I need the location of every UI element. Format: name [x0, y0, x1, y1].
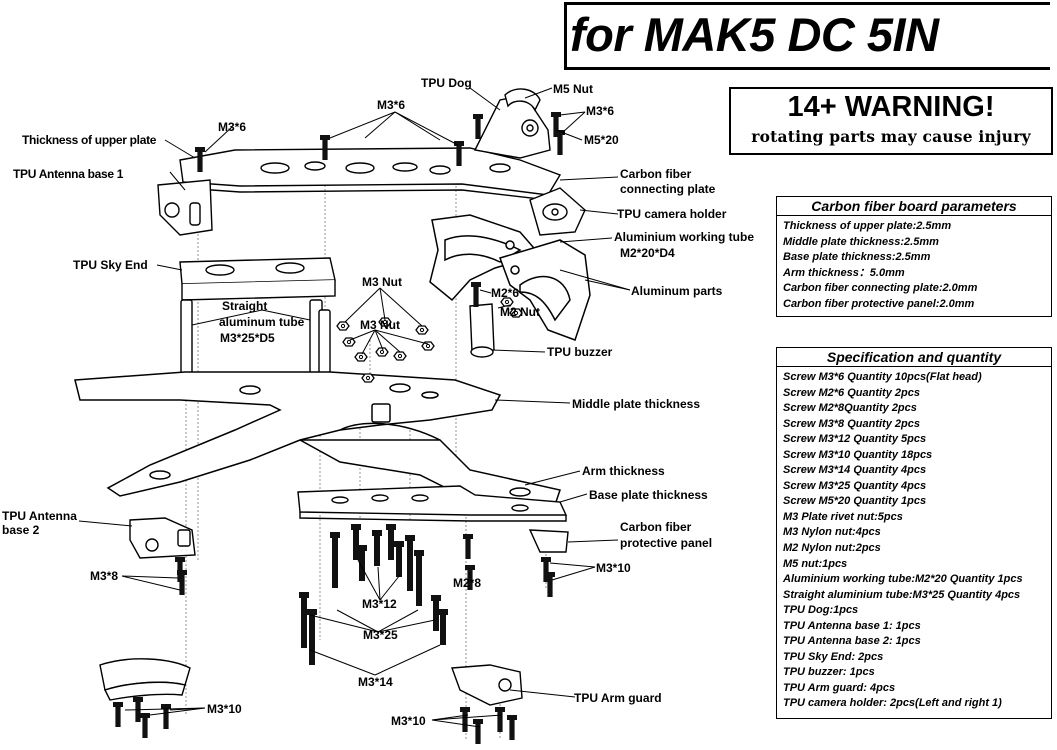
callout-base-plate: Base plate thickness — [589, 488, 708, 502]
warning-subtext: rotating parts may cause injury — [751, 127, 1031, 146]
callout-antenna-base-2b: base 2 — [2, 523, 40, 537]
callout-cf-connecting-1: Carbon fiber — [620, 167, 692, 181]
spec-line: M3 Plate rivet nut:5pcs — [783, 510, 903, 523]
specification-panel: Specification and quantity Screw M3*6 Qu… — [776, 347, 1052, 719]
antenna-base-2 — [129, 517, 196, 559]
parameter-line: Base plate thickness:2.5mm — [783, 251, 931, 264]
spec-line: Screw M5*20 Quantity 1pcs — [783, 495, 927, 508]
spec-line: TPU camera holder: 2pcs(Left and right 1… — [783, 697, 1002, 710]
leader-lines — [78, 87, 631, 728]
spec-line: TPU Antenna base 2: 1pcs — [783, 635, 921, 648]
spec-line: Screw M2*6 Quantity 2pcs — [783, 386, 920, 399]
callout-m3-nut-1: M3 Nut — [362, 275, 402, 289]
callout-camera-holder: TPU camera holder — [617, 207, 727, 221]
tpu-buzzer — [469, 303, 495, 358]
spec-line: M5 nut:1pcs — [783, 557, 848, 570]
callout-m5x20: M5*20 — [584, 133, 619, 147]
callout-m3x12: M3*12 — [362, 597, 397, 611]
warning-box: 14+ WARNING! rotating parts may cause in… — [729, 87, 1053, 155]
callout-arm-guard: TPU Arm guard — [574, 691, 662, 705]
callout-m5-nut: M5 Nut — [553, 82, 593, 96]
parameter-line: Carbon fiber protective panel:2.0mm — [783, 297, 975, 310]
spec-line: Screw M3*10 Quantity 18pcs — [783, 448, 933, 461]
warning-headline: 14+ WARNING! — [787, 91, 995, 123]
spec-line: TPU Sky End: 2pcs — [783, 650, 884, 663]
spec-line: Aluminium working tube:M2*20 Quantity 1p… — [783, 573, 1023, 586]
page-title: for MAK5 DC 5IN — [570, 8, 939, 61]
camera-holder — [529, 187, 586, 236]
parameter-line: Middle plate thickness:2.5mm — [783, 235, 939, 248]
callout-m2x6: M2*6 — [491, 286, 520, 300]
arm-guard-right — [451, 664, 523, 706]
tpu-dog — [473, 88, 551, 159]
callout-straight-2: aluminum tube — [219, 315, 305, 329]
callout-cf-protective-2: protective panel — [620, 536, 713, 550]
spec-line: Screw M3*25 Quantity 4pcs — [783, 479, 927, 492]
arm-guard-left — [99, 658, 191, 701]
spec-line: Screw M2*8Quantity 2pcs — [783, 402, 917, 415]
antenna-base-1 — [157, 179, 213, 236]
callout-straight-3: M3*25*D5 — [220, 331, 275, 345]
callout-alu-tube-2: M2*20*D4 — [620, 246, 675, 260]
spec-line: TPU Arm guard: 4pcs — [783, 681, 896, 694]
spec-line: M2 Nylon nut:2pcs — [783, 542, 881, 555]
callout-aluminum-parts: Aluminum parts — [631, 284, 723, 298]
spec-line: Screw M3*14 Quantity 4pcs — [783, 464, 927, 477]
callout-upper-plate: Thickness of upper plate — [22, 133, 157, 147]
callout-cf-protective-1: Carbon fiber — [620, 520, 692, 534]
callout-m3-nut-2: M3 Nut — [360, 318, 400, 332]
upper-plate — [179, 147, 562, 201]
callout-m3x6-right: M3*6 — [586, 104, 615, 118]
spec-line: M3 Nylon nut:4pcs — [783, 526, 881, 539]
spec-line: TPU buzzer: 1pcs — [783, 666, 875, 679]
parameter-line: Carbon fiber connecting plate:2.0mm — [783, 282, 978, 295]
callout-antenna-base-1: TPU Antenna base 1 — [13, 167, 124, 181]
callout-alu-tube-1: Aluminium working tube — [614, 230, 754, 244]
callout-cf-connecting-2: connecting plate — [620, 182, 716, 196]
spec-line: TPU Antenna base 1: 1pcs — [783, 619, 921, 632]
callout-straight-1: Straight — [222, 299, 268, 313]
parameters-heading: Carbon fiber board parameters — [777, 197, 1051, 216]
title-frame — [564, 2, 1050, 70]
middle-plate-and-arms — [74, 371, 561, 506]
aluminium-side-plates — [429, 214, 591, 341]
callout-m3x14: M3*14 — [358, 675, 393, 689]
parameter-line: Thickness of upper plate:2.5mm — [783, 220, 952, 232]
callout-m3x10-right: M3*10 — [596, 561, 631, 575]
callout-tpu-dog: TPU Dog — [421, 76, 472, 90]
callout-m3x10-bottom: M3*10 — [391, 714, 426, 728]
callout-m3x6-left: M3*6 — [218, 120, 247, 134]
callout-m3x10-left: M3*10 — [207, 702, 242, 716]
spec-line: Screw M3*6 Quantity 10pcs(Flat head) — [783, 371, 982, 383]
callout-m2-nut: M2 Nut — [500, 305, 540, 319]
callout-sky-end: TPU Sky End — [73, 258, 148, 272]
spec-line: Screw M3*12 Quantity 5pcs — [783, 433, 927, 446]
protective-panel — [528, 529, 569, 553]
callout-middle-plate: Middle plate thickness — [572, 397, 701, 411]
callout-arm-thickness: Arm thickness — [582, 464, 665, 478]
specification-heading: Specification and quantity — [777, 348, 1051, 367]
spec-line: Screw M3*8 Quantity 2pcs — [783, 417, 920, 430]
callout-m3x25: M3*25 — [363, 628, 398, 642]
callout-tpu-buzzer: TPU buzzer — [547, 345, 613, 359]
callout-m3x8: M3*8 — [90, 569, 119, 583]
parameters-panel: Carbon fiber board parameters Thickness … — [776, 196, 1052, 317]
tpu-sky-end — [179, 257, 336, 301]
parameter-line: Arm thickness：5.0mm — [783, 266, 905, 279]
callout-m3x6-top: M3*6 — [377, 98, 406, 112]
callout-m2x8: M2*8 — [453, 576, 482, 590]
spec-line: Straight aluminium tube:M3*25 Quantity 4… — [783, 588, 1021, 601]
base-plate — [297, 485, 568, 522]
spec-line: TPU Dog:1pcs — [783, 604, 859, 617]
callout-antenna-base-2a: TPU Antenna — [2, 509, 77, 523]
